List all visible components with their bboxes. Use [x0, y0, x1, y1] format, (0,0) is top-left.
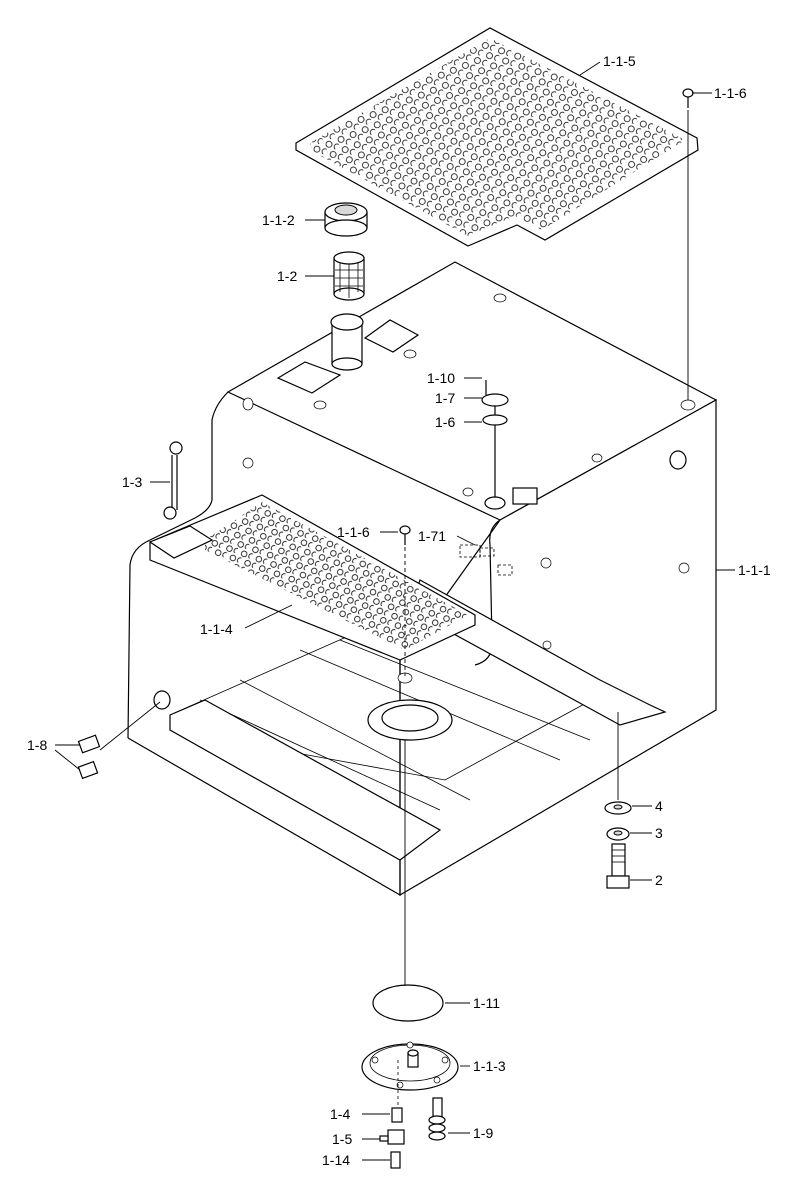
- leader-lines: [54, 61, 735, 1161]
- label-1-14: 1-14: [322, 1152, 350, 1168]
- filler-neck: [330, 313, 364, 371]
- label-1-1-6-mid: 1-1-6: [337, 524, 370, 540]
- foot-hardware: [604, 712, 632, 889]
- filter-cap: [324, 202, 368, 237]
- strainer: [333, 251, 365, 301]
- drain-assembly: [361, 740, 459, 1169]
- label-1-1-4: 1-1-4: [200, 621, 233, 637]
- label-4: 4: [655, 798, 663, 814]
- label-1-5: 1-5: [332, 1131, 352, 1147]
- label-1-1-3: 1-1-3: [473, 1058, 506, 1074]
- baffle-plate: [148, 494, 476, 661]
- label-1-1-6-top: 1-1-6: [714, 85, 747, 101]
- label-1-6: 1-6: [435, 414, 455, 430]
- label-1-4: 1-4: [330, 1106, 350, 1122]
- level-gauge: [163, 441, 183, 520]
- label-1-2: 1-2: [277, 268, 297, 284]
- label-2: 2: [655, 872, 663, 888]
- top-cover-plate: [295, 27, 699, 247]
- label-1-71: 1-71: [418, 528, 446, 544]
- sensor-part: [459, 544, 513, 576]
- label-1-1-5: 1-1-5: [603, 53, 636, 69]
- callout-labels: 1-1-5 1-1-6 1-1-2 1-2 1-10 1-7 1-6 1-3 1…: [27, 53, 771, 1168]
- label-1-7: 1-7: [435, 390, 455, 406]
- label-1-11: 1-11: [473, 995, 500, 1011]
- label-1-3: 1-3: [122, 474, 142, 490]
- fittings: [77, 734, 101, 780]
- screw-top: [682, 88, 694, 400]
- label-1-10: 1-10: [427, 370, 455, 386]
- label-1-1-2: 1-1-2: [262, 212, 295, 228]
- label-1-1-1: 1-1-1: [738, 562, 771, 578]
- screw-mid: [399, 525, 411, 676]
- level-sender: [481, 380, 509, 510]
- label-1-9: 1-9: [473, 1125, 493, 1141]
- label-1-8: 1-8: [27, 737, 47, 753]
- label-3: 3: [655, 825, 663, 841]
